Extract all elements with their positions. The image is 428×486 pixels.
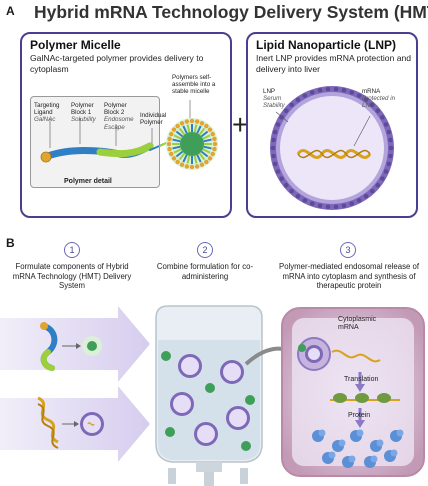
polymer-detail-label: Polymer detail bbox=[64, 178, 112, 185]
translation-label: Translation bbox=[344, 376, 379, 383]
endosome-icon bbox=[297, 337, 331, 371]
step1-micelle-icon bbox=[82, 336, 102, 356]
step1-mrna-icon bbox=[37, 396, 59, 449]
protein-label: Protein bbox=[348, 412, 371, 419]
panel-a-letter: A bbox=[6, 4, 15, 18]
polymer-strand-icon bbox=[40, 142, 154, 163]
lnp-description: Inert LNP provides mRNA protection and d… bbox=[256, 53, 412, 74]
iv-bag-icon bbox=[155, 305, 263, 486]
step-1-number: 1 bbox=[64, 242, 80, 258]
step-2-text: Combine formulation for co-administering bbox=[156, 262, 254, 281]
lnp-leader-line bbox=[275, 111, 289, 123]
micelle-icon bbox=[166, 118, 218, 170]
step-2-number: 2 bbox=[197, 242, 213, 258]
individual-polymer-label: Individual Polymer bbox=[140, 112, 167, 127]
cell-icon bbox=[281, 307, 425, 477]
polymer-block2-label: Polymer Block 2 Endosome Escape bbox=[104, 102, 134, 131]
plus-sign: + bbox=[232, 109, 248, 140]
targeting-ligand-label: Targeting Ligand GalNAc bbox=[34, 102, 60, 124]
lnp-label: LNP Serum Stability bbox=[263, 88, 285, 110]
step-3-text: Polymer-mediated endosomal release of mR… bbox=[279, 262, 419, 291]
step1-lnp-icon bbox=[80, 412, 104, 436]
formulation-arrow-polymer bbox=[0, 306, 150, 382]
cytoplasmic-mrna-strand bbox=[331, 349, 381, 363]
lnp-title: Lipid Nanoparticle (LNP) bbox=[256, 38, 397, 52]
individual-polymer-icon bbox=[149, 142, 167, 151]
lnp-particle-icon bbox=[270, 86, 394, 210]
polymer-micelle-description: GalNAc-targeted polymer provides deliver… bbox=[30, 53, 204, 74]
mrna-label: mRNA Protected in LNP bbox=[362, 88, 396, 110]
panel-b-letter: B bbox=[6, 236, 15, 250]
step-1-text: Formulate components of Hybrid mRNA Tech… bbox=[12, 262, 132, 291]
ribosome-icons bbox=[333, 393, 391, 403]
cytoplasmic-mrna-label: Cytoplasmic mRNA bbox=[338, 316, 377, 331]
polymer-detail-box bbox=[30, 96, 160, 188]
step-3-number: 3 bbox=[340, 242, 356, 258]
polymer-micelle-title: Polymer Micelle bbox=[30, 38, 121, 52]
page-title: Hybrid mRNA Technology Delivery System (… bbox=[34, 2, 428, 22]
polymer-block1-label: Polymer Block 1 Solubility bbox=[71, 102, 96, 124]
self-assemble-label: Polymers self-assemble into a stable mic… bbox=[172, 74, 216, 96]
step1-polymer-icon bbox=[40, 322, 58, 371]
mrna-leader-line bbox=[353, 115, 371, 147]
protein-icons bbox=[312, 429, 404, 468]
